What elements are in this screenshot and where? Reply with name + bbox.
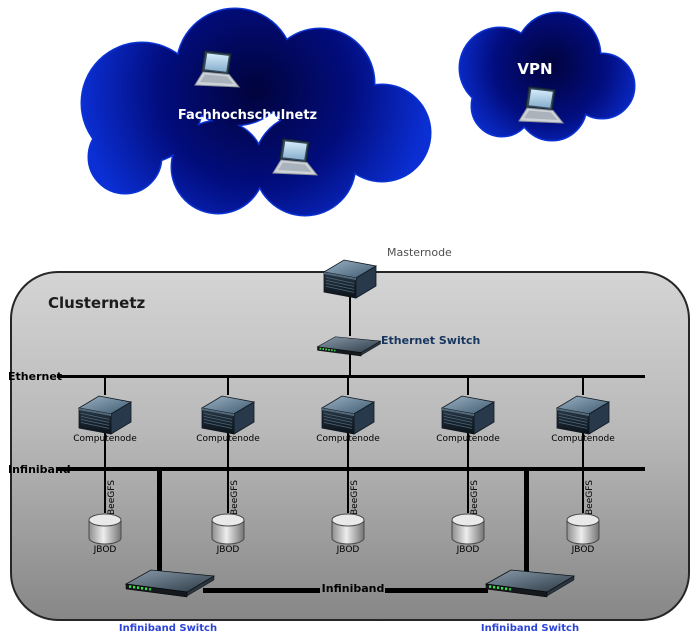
clusternetz-title: Clusternetz (48, 294, 146, 312)
ethernet-bus-label: Ethernet (8, 370, 63, 383)
fachhochschulnetz-cloud-shape (80, 7, 432, 217)
connector-line (467, 378, 469, 395)
vpn-cloud-shape (458, 11, 636, 142)
connector-line (227, 378, 229, 395)
jbod-label: JBOD (93, 545, 117, 555)
beegfs-link-label: BeeGFS (470, 480, 480, 515)
computenode-label: Computenode (316, 434, 380, 444)
ethernet-bus-line (57, 375, 645, 378)
jbod-icon (451, 513, 485, 545)
laptop-icon (272, 138, 318, 176)
ethernet-switch-label: Ethernet Switch (381, 334, 481, 347)
computenode-label: Computenode (551, 434, 615, 444)
infiniband-bus-label: Infiniband (8, 463, 71, 476)
connector-masternode-switch (349, 290, 351, 336)
connector-line (227, 433, 229, 468)
laptop-icon (194, 50, 240, 88)
connector-line (582, 471, 584, 513)
beegfs-link-label: BeeGFS (585, 480, 595, 515)
computenode-icon (441, 395, 495, 435)
connector-line (582, 378, 584, 395)
jbod-icon (211, 513, 245, 545)
infiniband-switch-label: Infiniband Switch (480, 623, 580, 634)
connector-line (467, 433, 469, 468)
connector-line (347, 471, 349, 513)
ethernet-switch-icon (317, 336, 381, 357)
jbod-icon (88, 513, 122, 545)
jbod-label: JBOD (456, 545, 480, 555)
infiniband-drop-line (524, 469, 529, 574)
connector-line (227, 471, 229, 513)
infiniband-drop-line (157, 469, 162, 574)
computenode-label: Computenode (436, 434, 500, 444)
infiniband-bus-line (57, 467, 645, 471)
masternode-label: Masternode (387, 246, 452, 259)
connector-switch-ethernet (349, 354, 351, 376)
computenode-icon (201, 395, 255, 435)
connector-line (347, 433, 349, 468)
connector-line (104, 471, 106, 513)
jbod-label: JBOD (336, 545, 360, 555)
computenode-icon (321, 395, 375, 435)
infiniband-link-label: Infiniband (321, 582, 385, 595)
jbod-icon (331, 513, 365, 545)
infiniband-switch-icon (485, 569, 575, 598)
connector-line (347, 378, 349, 395)
computenode-label: Computenode (196, 434, 260, 444)
connector-line (467, 471, 469, 513)
computenode-icon (78, 395, 132, 435)
beegfs-link-label: BeeGFS (107, 480, 117, 515)
connector-line (104, 378, 106, 395)
infiniband-switch-icon (125, 569, 215, 598)
beegfs-link-label: BeeGFS (350, 480, 360, 515)
connector-line (104, 433, 106, 468)
infiniband-link-line (385, 588, 488, 593)
infiniband-link-line (203, 588, 320, 593)
computenode-icon (556, 395, 610, 435)
laptop-icon (518, 86, 564, 124)
connector-line (582, 433, 584, 468)
infiniband-switch-label: Infiniband Switch (118, 623, 218, 634)
beegfs-link-label: BeeGFS (230, 480, 240, 515)
masternode-server-icon (323, 259, 377, 299)
computenode-label: Computenode (73, 434, 137, 444)
vpn-label: VPN (517, 60, 553, 78)
jbod-icon (566, 513, 600, 545)
fachhochschulnetz-label: Fachhochschulnetz (177, 108, 318, 123)
jbod-label: JBOD (571, 545, 595, 555)
jbod-label: JBOD (216, 545, 240, 555)
